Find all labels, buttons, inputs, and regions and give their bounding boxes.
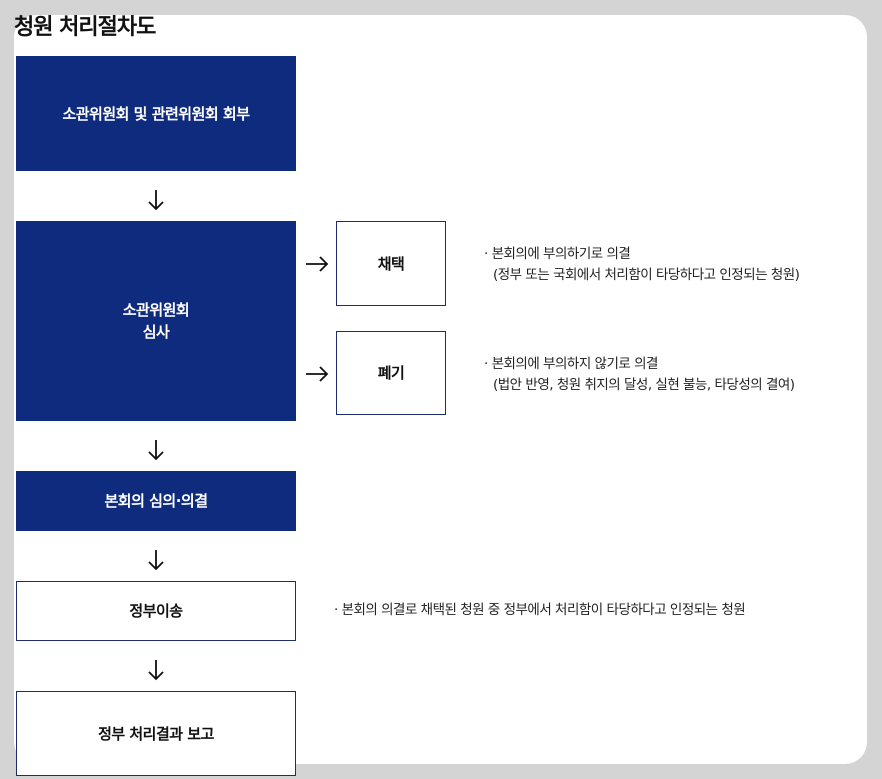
step-plenary: 본회의 심의·의결 — [16, 471, 296, 531]
adopt-note-line1: · 본회의에 부의하기로 의결 — [484, 246, 631, 262]
page-title: 청원 처리절차도 — [14, 15, 156, 40]
down-arrow-icon — [148, 550, 164, 571]
step-government-report: 정부 처리결과 보고 — [16, 691, 296, 776]
right-arrow-icon — [306, 366, 329, 382]
adopt-note: · 본회의에 부의하기로 의결 (정부 또는 국회에서 처리함이 타당하다고 인… — [484, 244, 800, 286]
step-committee-review: 소관위원회 심사 — [16, 221, 296, 421]
transfer-note: · 본회의 의결로 채택된 청원 중 정부에서 처리함이 타당하다고 인정되는 … — [334, 602, 746, 618]
right-arrow-icon — [306, 256, 329, 272]
discard-note-line2: (법안 반영, 청원 취지의 달성, 실현 불능, 타당성의 결여) — [493, 377, 795, 393]
down-arrow-icon — [148, 440, 164, 461]
adopt-note-line2: (정부 또는 국회에서 처리함이 타당하다고 인정되는 청원) — [493, 267, 800, 283]
step-committee-referral: 소관위원회 및 관련위원회 회부 — [16, 56, 296, 171]
discard-note-line1: · 본회의에 부의하지 않기로 의결 — [484, 356, 658, 372]
discard-note: · 본회의에 부의하지 않기로 의결 (법안 반영, 청원 취지의 달성, 실현… — [484, 354, 795, 396]
down-arrow-icon — [148, 660, 164, 681]
down-arrow-icon — [148, 190, 164, 211]
step-government-transfer: 정부이송 — [16, 581, 296, 641]
branch-adopt: 채택 — [336, 221, 446, 306]
branch-discard: 폐기 — [336, 331, 446, 415]
